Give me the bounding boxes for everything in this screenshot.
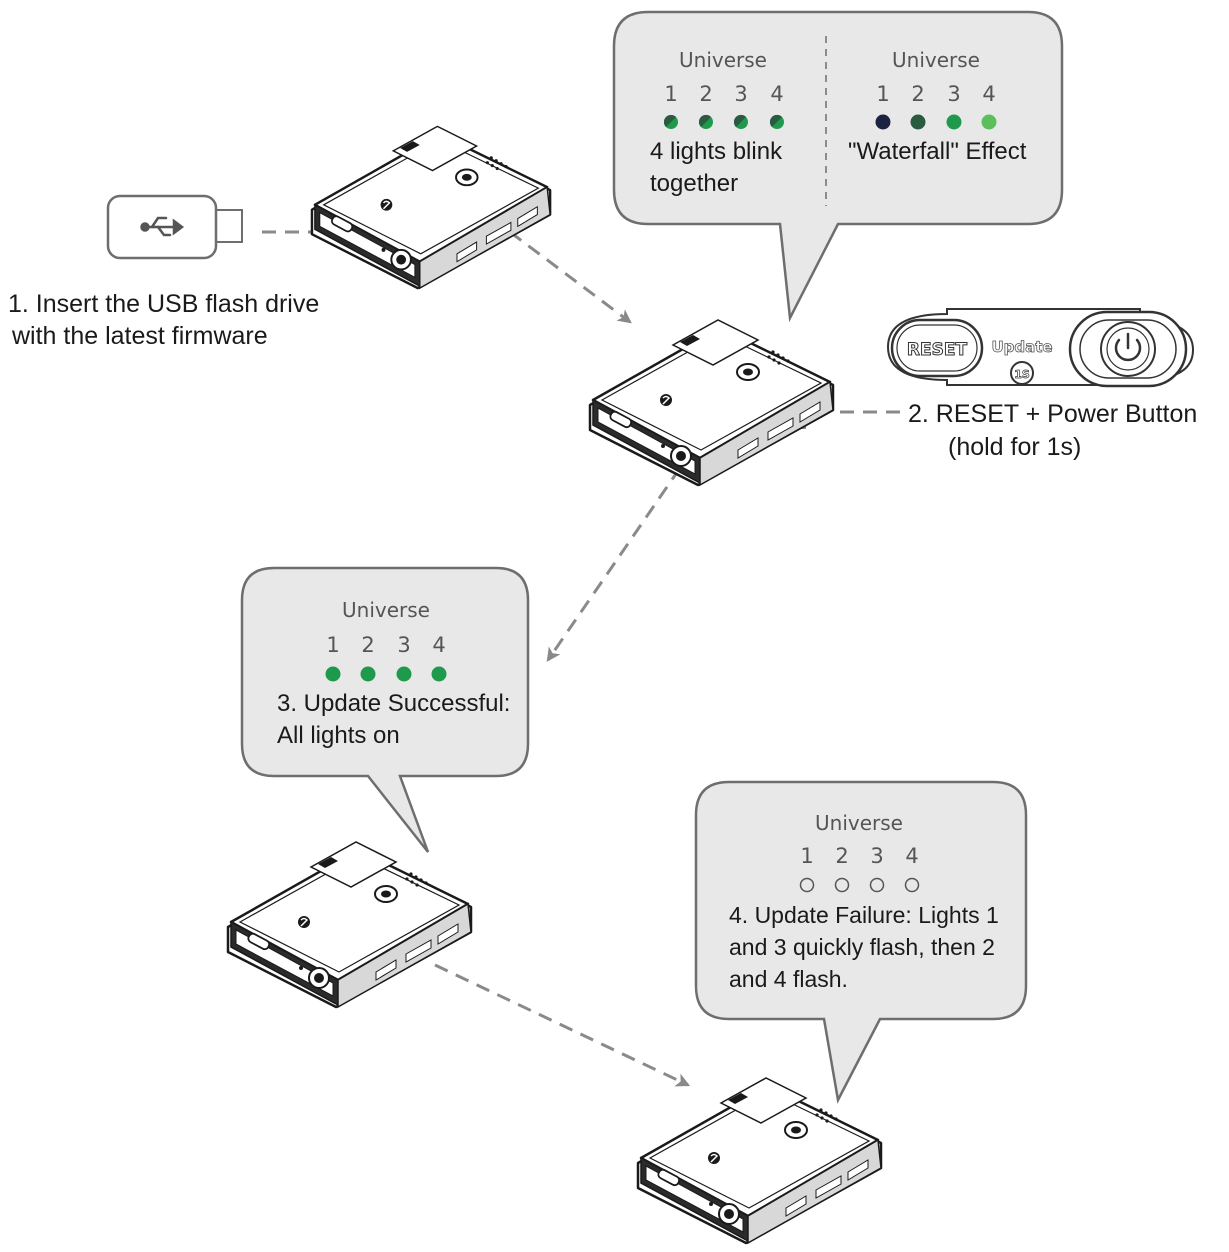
failure-text-1: 4. Update Failure: Lights 1 [729, 902, 999, 928]
waterfall-text: "Waterfall" Effect [848, 138, 1027, 165]
led-blink-1 [663, 114, 678, 129]
led-green [946, 114, 962, 130]
button-panel: RESET Update 1S [886, 308, 1195, 388]
failure-leds [799, 877, 920, 893]
led-blink-2 [698, 114, 713, 129]
led-on [360, 666, 376, 682]
hold-label: 1S [1014, 368, 1030, 381]
channel-number: 4 [905, 844, 918, 868]
step1-line1: 1. Insert the USB flash drive [8, 290, 319, 318]
led-blink-3 [733, 114, 748, 129]
channel-number: 1 [664, 82, 677, 106]
channel-number: 1 [326, 633, 339, 657]
usb-flash-drive [106, 194, 243, 260]
led-on [325, 666, 341, 682]
blink-leds [663, 114, 784, 129]
led-off [904, 877, 920, 893]
device-2 [588, 318, 835, 487]
channel-number: 3 [397, 633, 410, 657]
led-off [834, 877, 850, 893]
step2-line2: (hold for 1s) [948, 433, 1081, 461]
led-off [869, 877, 885, 893]
arrow-to-step4 [434, 963, 691, 1087]
bubble-top: Universe 1 2 3 4 4 lights blink together… [612, 10, 1064, 323]
led-blink-4 [769, 114, 784, 129]
led-light-green [981, 114, 997, 130]
led-off [799, 877, 815, 893]
universe-title-left: Universe [679, 48, 767, 72]
channel-number: 3 [870, 844, 883, 868]
reset-label: RESET [907, 340, 968, 360]
success-text-1: 3. Update Successful: [277, 690, 510, 717]
success-leds [325, 666, 447, 682]
led-navy [875, 114, 891, 130]
led-on [431, 666, 447, 682]
channel-number: 4 [432, 633, 445, 657]
failure-text-3: and 4 flash. [729, 966, 848, 992]
universe-title: Universe [342, 598, 430, 622]
channel-number: 4 [770, 82, 783, 106]
led-on [396, 666, 412, 682]
failure-text-2: and 3 quickly flash, then 2 [729, 934, 995, 960]
channel-number: 2 [699, 82, 712, 106]
reset-button [890, 318, 984, 378]
device-3 [226, 840, 473, 1009]
channel-number: 2 [835, 844, 848, 868]
led-dark-green [910, 114, 926, 130]
channel-number: 1 [800, 844, 813, 868]
channel-number: 3 [734, 82, 747, 106]
channel-number: 4 [982, 82, 995, 106]
channel-number: 2 [361, 633, 374, 657]
arrow-to-step3 [546, 467, 682, 662]
usb-icon [140, 216, 185, 237]
channel-number: 2 [911, 82, 924, 106]
power-button [1068, 310, 1188, 388]
step1-line2: with the latest firmware [11, 322, 268, 350]
blink-text-2: together [650, 170, 738, 197]
hold-badge [1010, 361, 1034, 385]
update-label: Update [991, 338, 1052, 356]
step2-line1: 2. RESET + Power Button [908, 400, 1197, 428]
bubble-success: Universe 1 2 3 4 3. Update Successful: A… [240, 566, 530, 853]
device-4 [636, 1076, 883, 1245]
waterfall-leds [875, 114, 997, 130]
device-1 [310, 125, 552, 290]
channel-number: 3 [947, 82, 960, 106]
universe-title: Universe [815, 811, 903, 835]
arrow-to-step2 [509, 230, 632, 324]
success-text-2: All lights on [277, 722, 400, 749]
channel-number: 1 [876, 82, 889, 106]
universe-title-right: Universe [892, 48, 980, 72]
bubble-failure: Universe 1 2 3 4 4. Update Failure: Ligh… [694, 780, 1028, 1104]
blink-text-1: 4 lights blink [650, 138, 783, 165]
power-icon [1114, 332, 1142, 362]
